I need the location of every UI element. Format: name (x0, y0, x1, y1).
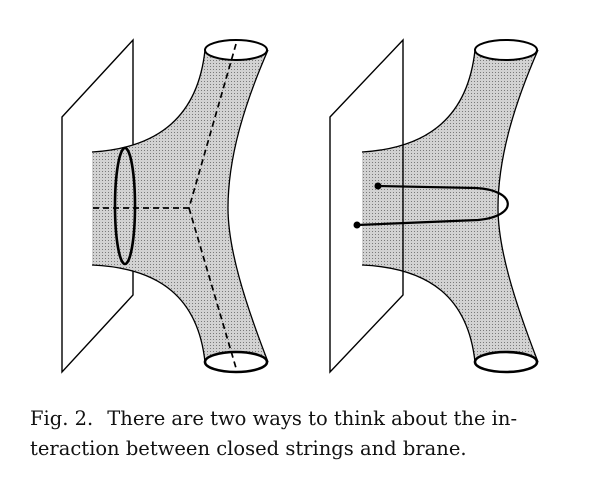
caption-text-1: There are two ways to think about the in… (107, 407, 518, 430)
figure-label: Fig. 2. (30, 407, 94, 430)
open-string-endpoint-lower (353, 221, 361, 229)
closed-string-top-right (474, 39, 538, 61)
worldsheet-surface-left (92, 50, 268, 362)
closed-string-loop-left (113, 146, 137, 266)
open-string-endpoint-upper (374, 182, 382, 190)
brane-plane-right (329, 38, 404, 374)
left-diagram (61, 38, 269, 374)
worldsheet-surface-right (362, 50, 538, 362)
closed-string-bottom-left (203, 350, 269, 374)
caption-line-1: Fig. 2. There are two ways to think about… (30, 404, 590, 434)
brane-plane-left (61, 38, 134, 374)
figure-string-brane-interaction (61, 38, 539, 374)
right-diagram (329, 38, 539, 374)
dashed-skeleton-left (92, 43, 237, 369)
open-string-right (356, 184, 509, 227)
closed-string-top-left (204, 39, 268, 61)
figure-caption: Fig. 2. There are two ways to think about… (30, 404, 590, 464)
closed-string-bottom-right (473, 350, 539, 374)
caption-line-2: teraction between closed strings and bra… (30, 437, 467, 460)
